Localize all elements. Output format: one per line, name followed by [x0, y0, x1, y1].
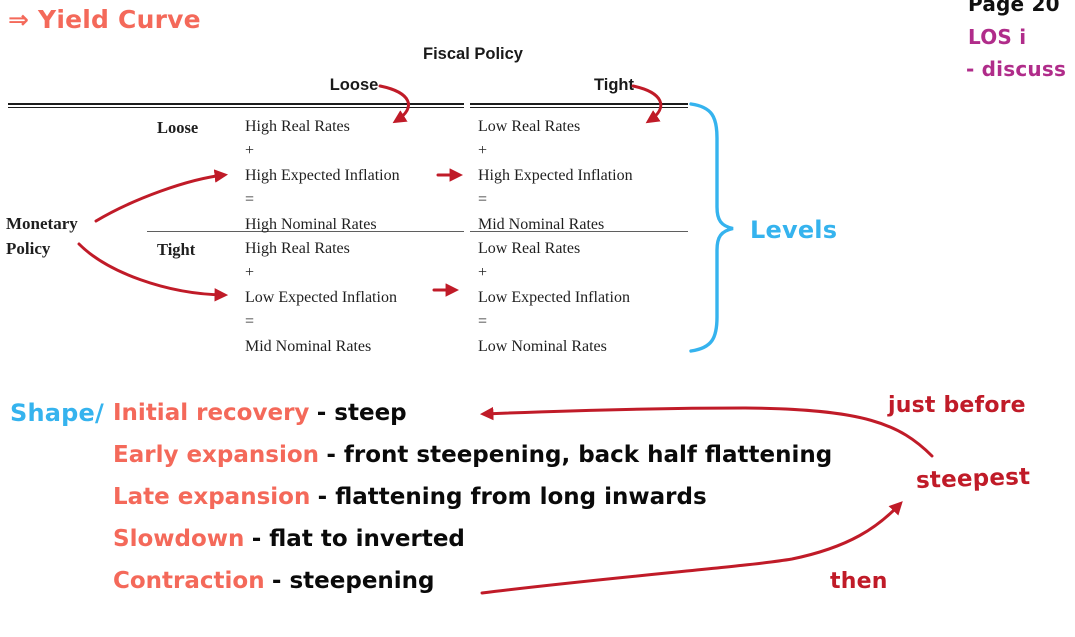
shape-item-contraction: Contraction - steepening — [113, 568, 435, 594]
table-top-rule — [8, 103, 464, 105]
cell-line: = — [245, 191, 255, 209]
cell-line: Mid Nominal Rates — [478, 215, 605, 233]
page-number: Page 20 — [968, 0, 1060, 16]
los-label: LOS i — [968, 25, 1027, 49]
row-header-loose: Loose — [157, 118, 199, 137]
cell-line: High Real Rates — [245, 240, 350, 257]
table-top-rule — [470, 106, 688, 109]
shape-term: Late expansion — [113, 484, 311, 510]
row-header-tight: Tight — [157, 240, 196, 259]
cell-line: + — [245, 264, 255, 282]
levels-brace-icon — [689, 102, 734, 353]
cell-line: + — [245, 142, 255, 160]
col-header-loose: Loose — [329, 76, 379, 94]
shape-item-early-expansion: Early expansion - front steepening, back… — [113, 442, 832, 468]
shape-term: Early expansion — [113, 442, 320, 468]
cell-line: = — [478, 313, 488, 331]
cell-monetary-loose-fiscal-tight: Low Real Rates + High Expected Inflation… — [478, 115, 633, 237]
shape-item-late-expansion: Late expansion - flattening from long in… — [113, 484, 707, 510]
cell-line: High Real Rates — [245, 118, 350, 135]
shape-term: Initial recovery — [113, 400, 310, 426]
shape-term: Slowdown — [113, 526, 245, 552]
levels-label: Levels — [750, 216, 838, 244]
table-top-rule — [8, 106, 464, 109]
row-group-label-line2: Policy — [6, 239, 51, 258]
row-group-label-line1: Monetary — [6, 214, 78, 233]
cell-line: = — [478, 191, 488, 209]
annotation-then: then — [830, 569, 888, 594]
cell-line: Low Real Rates — [478, 240, 581, 257]
shape-item-slowdown: Slowdown - flat to inverted — [113, 526, 465, 552]
cell-line: High Nominal Rates — [245, 215, 377, 233]
cell-monetary-tight-fiscal-loose: High Real Rates + Low Expected Inflation… — [245, 237, 397, 359]
annotation-just-before: just before — [888, 393, 1026, 418]
table-top-rule — [470, 103, 688, 105]
cell-line: Low Nominal Rates — [478, 337, 607, 355]
table-title: Fiscal Policy — [423, 45, 523, 63]
shape-desc: - flat to inverted — [251, 526, 465, 552]
cell-line: Low Expected Inflation — [478, 288, 630, 306]
shape-desc: - steep — [316, 400, 407, 426]
shape-item-initial-recovery: Initial recovery - steep — [113, 400, 407, 426]
page-title: ⇒ Yield Curve — [8, 5, 201, 34]
shape-desc: - front steepening, back half flattening — [326, 442, 833, 468]
table-mid-rule — [147, 231, 464, 233]
cell-line: Mid Nominal Rates — [245, 337, 372, 355]
cell-line: High Expected Inflation — [245, 166, 400, 184]
shape-section-label: Shape/ — [10, 399, 104, 427]
monetary-tight-arrow-icon — [77, 242, 229, 302]
cell-line: + — [478, 264, 488, 282]
cell-line: + — [478, 142, 488, 160]
row-group-label: Monetary Policy — [6, 211, 78, 261]
shape-desc: - steepening — [271, 568, 435, 594]
cell-monetary-tight-fiscal-tight: Low Real Rates + Low Expected Inflation … — [478, 237, 630, 359]
cell-line: Low Expected Inflation — [245, 288, 397, 306]
monetary-loose-arrow-icon — [94, 169, 229, 223]
cell-line: High Expected Inflation — [478, 166, 633, 184]
col-header-tight: Tight — [593, 76, 635, 94]
shape-term: Contraction — [113, 568, 265, 594]
annotation-steepest: steepest — [915, 464, 1031, 494]
shape-desc: - flattening from long inwards — [317, 484, 707, 510]
table-mid-rule — [470, 231, 688, 233]
cell-monetary-loose-fiscal-loose: High Real Rates + High Expected Inflatio… — [245, 115, 400, 237]
los-note: - discuss — [966, 57, 1067, 81]
cell-line: = — [245, 313, 255, 331]
cell-line: Low Real Rates — [478, 118, 581, 135]
